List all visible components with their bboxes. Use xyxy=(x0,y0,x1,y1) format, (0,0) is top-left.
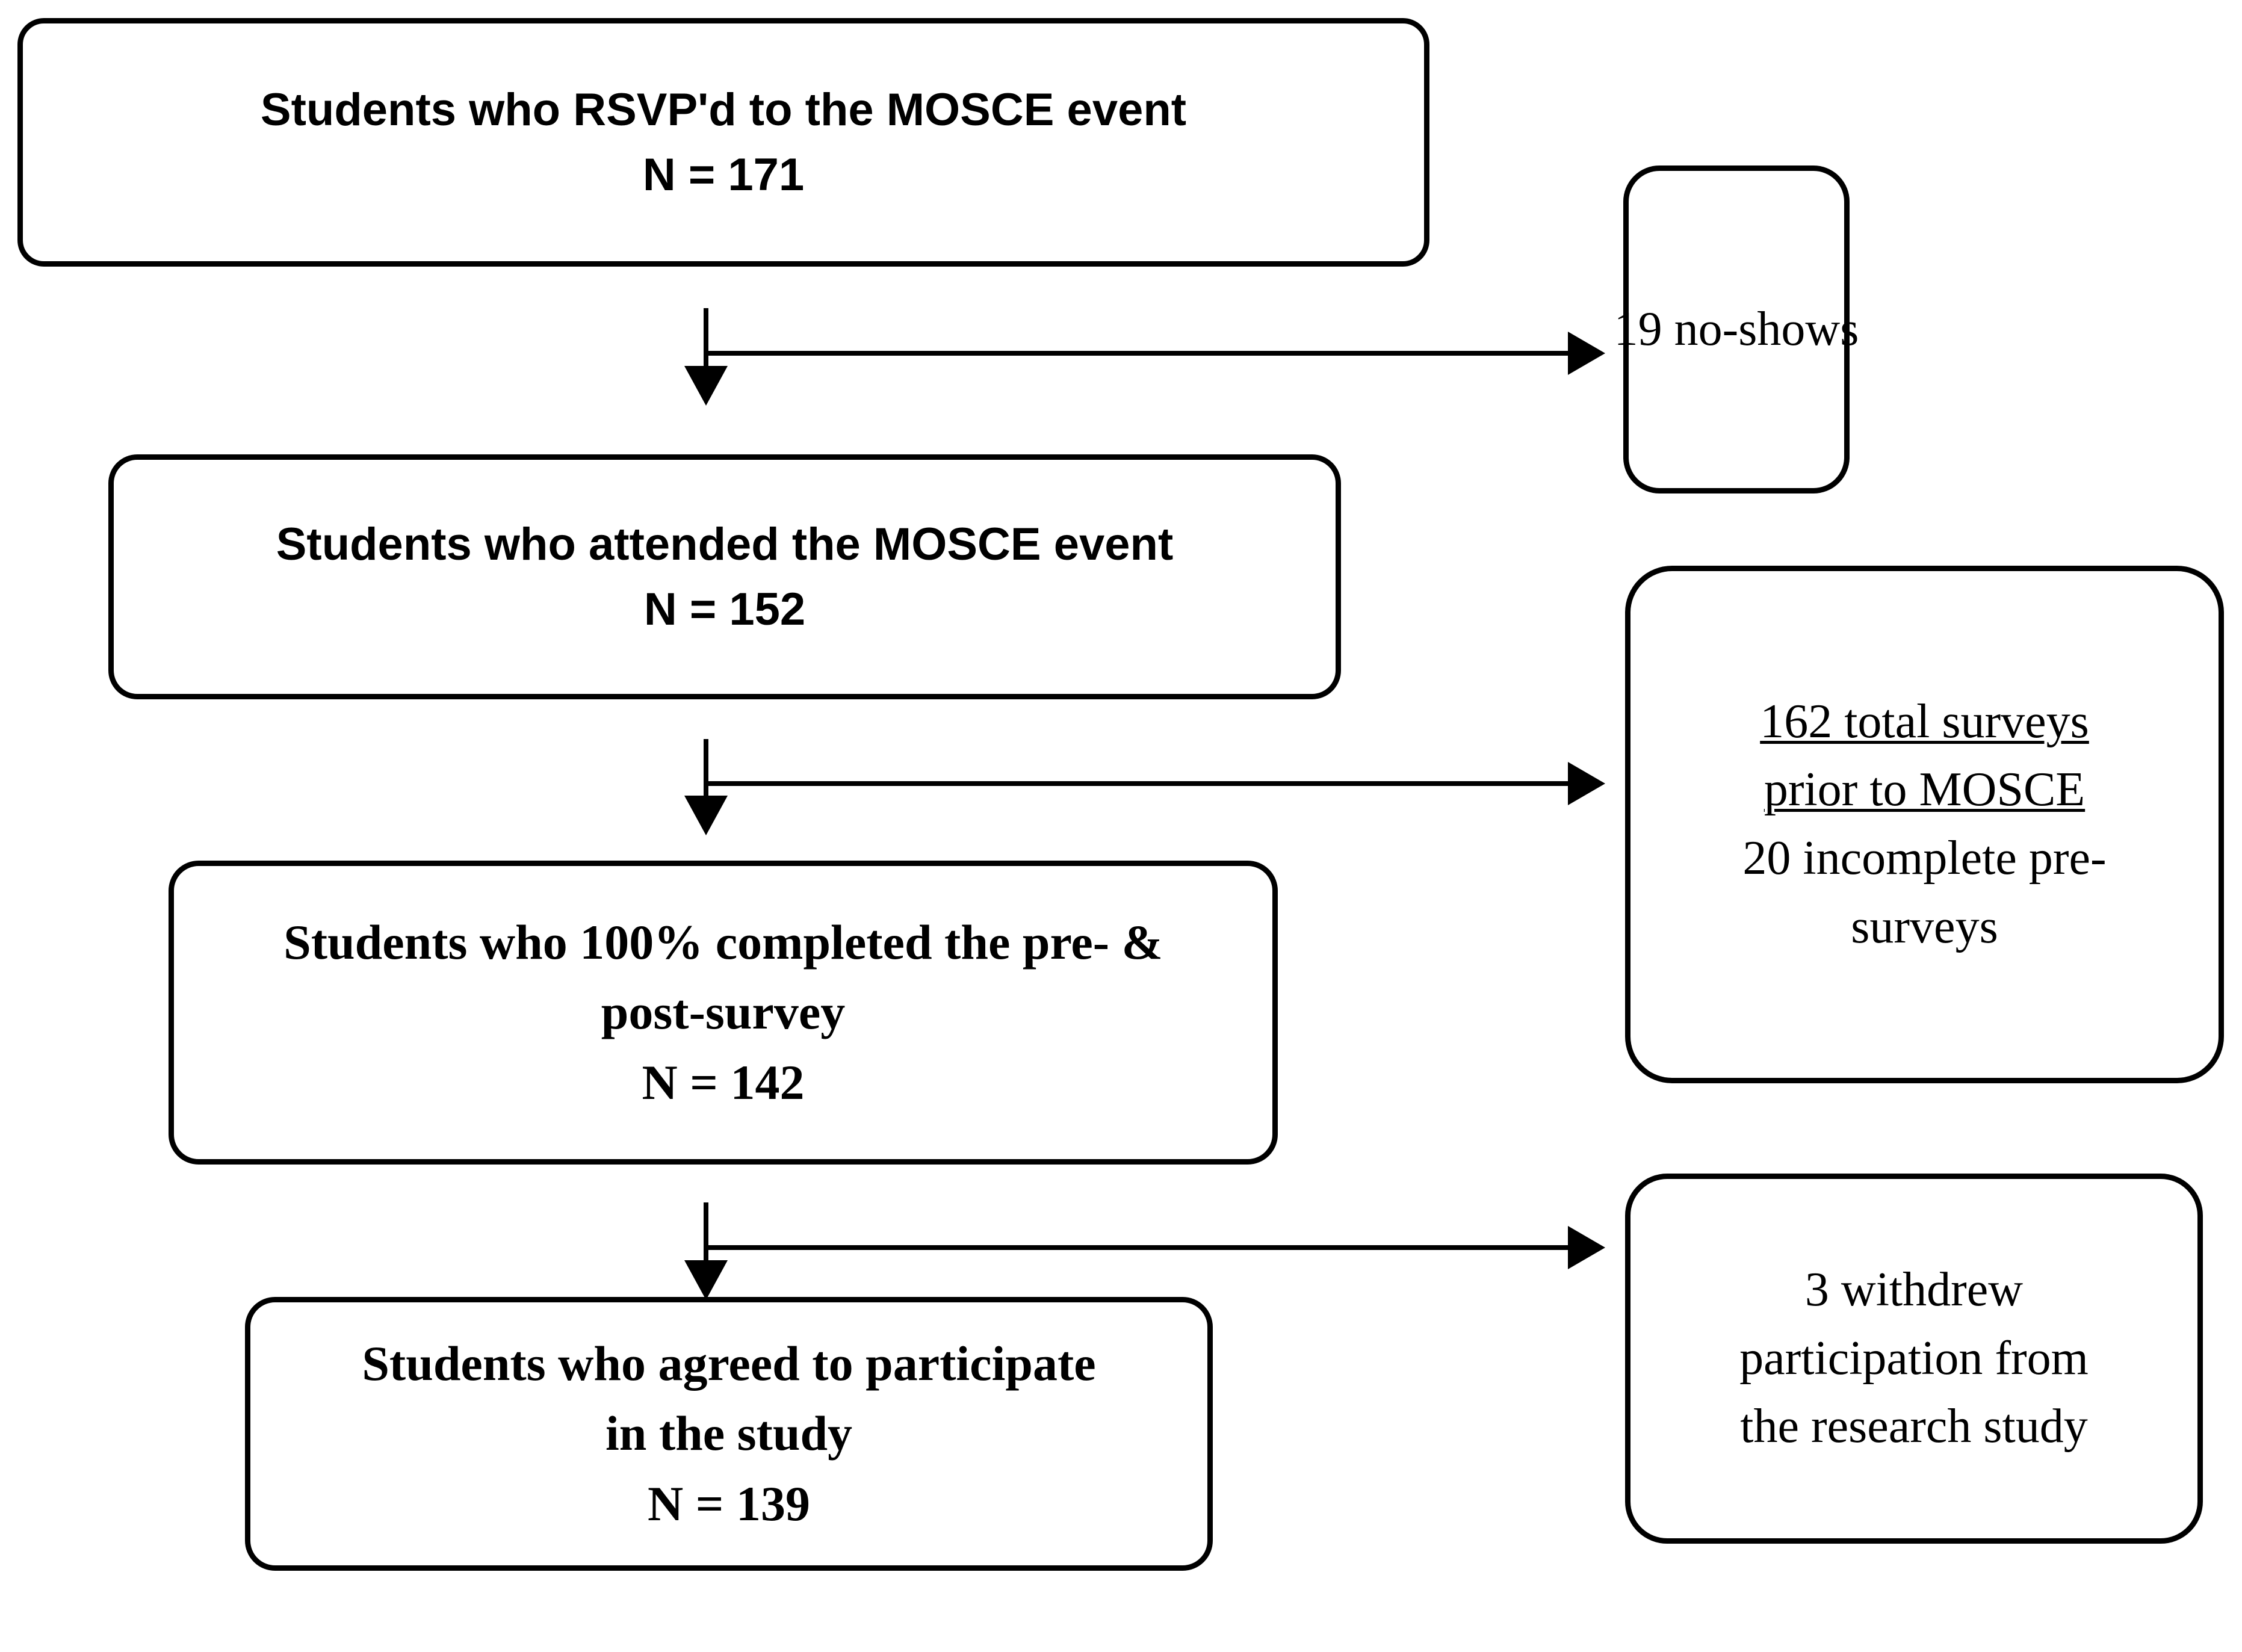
exclusion-no-shows-text: 19 no-shows xyxy=(1614,302,1859,356)
node-rsvp: Students who RSVP'd to the MOSCE event N… xyxy=(17,18,1429,267)
connector-attended-to-surveys-arrowhead xyxy=(1568,762,1605,805)
exclusion-withdrew-line2: participation from xyxy=(1739,1331,2089,1385)
exclusion-surveys-line4: surveys xyxy=(1851,900,1998,953)
connector-rsvp-to-attended-vertical xyxy=(704,308,708,376)
node-agreed-count: N = 139 xyxy=(648,1476,810,1531)
connector-attended-to-completed-vertical xyxy=(704,739,708,805)
node-agreed-line2: in the study xyxy=(605,1406,853,1461)
connector-completed-to-withdrew-arrowhead xyxy=(1568,1226,1605,1269)
connector-attended-to-completed-arrowhead xyxy=(684,796,728,835)
connector-rsvp-to-attended-arrowhead xyxy=(684,366,728,406)
exclusion-surveys-line2: prior to MOSCE xyxy=(1764,763,2086,817)
connector-attended-to-surveys-horizontal xyxy=(704,781,1570,786)
node-rsvp-line1: Students who RSVP'd to the MOSCE event xyxy=(260,84,1187,135)
connector-completed-to-withdrew-horizontal xyxy=(704,1245,1570,1250)
node-attended: Students who attended the MOSCE event N … xyxy=(108,454,1341,699)
node-agreed-line1: Students who agreed to participate xyxy=(362,1335,1096,1391)
exclusion-no-shows: 19 no-shows xyxy=(1614,166,1859,493)
exclusion-surveys-line3: 20 incomplete pre- xyxy=(1742,832,2107,885)
exclusion-withdrew: 3 withdrew participation from the resear… xyxy=(1625,1174,2203,1544)
node-attended-line1: Students who attended the MOSCE event xyxy=(276,518,1174,570)
connector-completed-to-agreed-vertical xyxy=(704,1202,708,1270)
node-completed-line1: Students who 100% completed the pre- & xyxy=(283,914,1163,970)
node-attended-count: N = 152 xyxy=(643,583,806,635)
exclusion-surveys: 162 total surveys prior to MOSCE 20 inco… xyxy=(1625,566,2224,1083)
exclusion-surveys-line1: 162 total surveys xyxy=(1760,695,2089,748)
connector-completed-to-agreed-arrowhead xyxy=(684,1260,728,1300)
node-agreed: Students who agreed to participate in th… xyxy=(245,1297,1213,1571)
node-rsvp-count: N = 171 xyxy=(642,149,805,200)
exclusion-withdrew-line1: 3 withdrew xyxy=(1804,1263,2024,1317)
exclusion-withdrew-line3: the research study xyxy=(1740,1400,2088,1453)
node-completed-count: N = 142 xyxy=(642,1054,805,1110)
node-completed-line2: post-survey xyxy=(601,985,846,1040)
connector-rsvp-to-noshows-arrowhead xyxy=(1568,332,1605,375)
node-completed: Students who 100% completed the pre- & p… xyxy=(169,861,1278,1165)
connector-rsvp-to-noshows-horizontal xyxy=(704,351,1570,356)
